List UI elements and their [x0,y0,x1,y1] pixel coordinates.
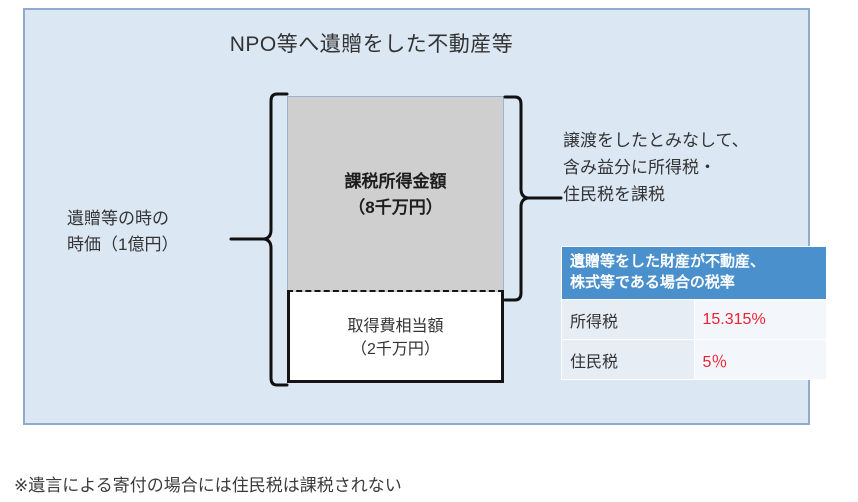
footnote: ※遺言による寄付の場合には住民税は課税されない [14,476,402,495]
page-title: NPO等へ遺贈をした不動産等 [229,33,514,56]
left-caption: 遺贈等の時の 時価（1億円） [67,206,227,259]
income-tax-label: 所得税 [561,299,695,341]
income-tax-value: 15.315% [693,299,827,341]
acquisition-cost-amount: （2千万円） [351,341,440,358]
table-row: 所得税 15.315% [561,299,827,341]
tax-rate-header-line2: 株式等である場合の税率 [570,273,735,291]
tax-rate-header-line1: 遺贈等をした財産が不動産、 [570,253,766,270]
taxable-income-box-text: 課税所得金額 （8千万円） [345,169,447,220]
taxable-income-box: 課税所得金額 （8千万円） [287,96,504,293]
taxable-income-label: 課税所得金額 [344,172,447,191]
box-dashed-divider [287,290,504,293]
diagram-panel: NPO等へ遺贈をした不動産等 課税所得金額 （8千万円） 取得費相当額 （2千万… [23,8,827,425]
resident-tax-label: 住民税 [561,339,695,381]
acquisition-cost-label: 取得費相当額 [347,317,444,335]
table-row: 住民税 5％ [561,339,827,381]
right-caption-line3: 住民税を課税 [563,185,665,205]
acquisition-cost-box-text: 取得費相当額 （2千万円） [347,315,443,361]
right-caption: 譲渡をしたとみなして、 含み益分に所得税・ 住民税を課税 [563,127,825,209]
left-bracket-icon [229,92,289,387]
right-caption-line1: 譲渡をしたとみなして、 [563,131,749,150]
taxable-income-amount: （8千万円） [348,197,443,217]
tax-rate-table-header: 遺贈等をした財産が不動産、 株式等である場合の税率 [561,245,827,301]
right-caption-line2: 含み益分に所得税・ [563,158,716,178]
left-caption-line1: 遺贈等の時の [67,209,169,228]
right-bracket-icon [503,95,563,302]
tax-rate-table: 遺贈等をした財産が不動産、 株式等である場合の税率 所得税 15.315% 住民… [561,245,827,381]
tax-rate-table-header-row: 遺贈等をした財産が不動産、 株式等である場合の税率 [561,245,827,301]
resident-tax-value: 5％ [693,339,827,381]
left-caption-line2: 時価（1億円） [67,235,179,255]
acquisition-cost-box: 取得費相当額 （2千万円） [287,292,504,383]
